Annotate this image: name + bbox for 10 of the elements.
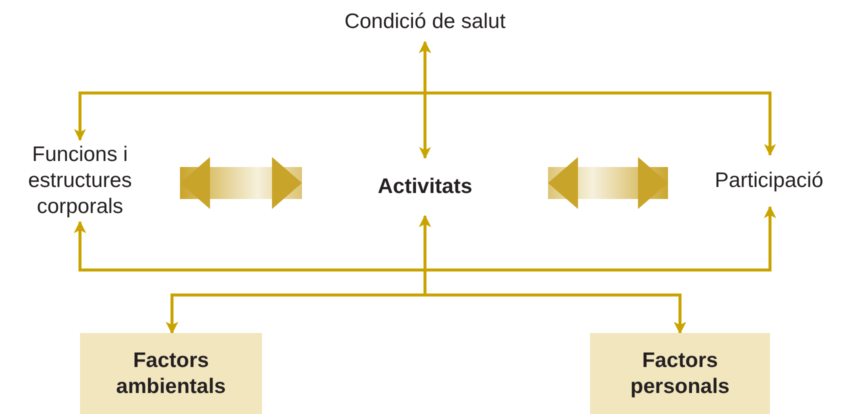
double-arrow bbox=[180, 157, 302, 209]
double-arrow bbox=[548, 157, 668, 209]
connector-arrow bbox=[424, 206, 776, 334]
connector-arrow bbox=[419, 41, 776, 156]
factor-box: Factors ambientals bbox=[80, 333, 262, 414]
factor-box: Factors personals bbox=[590, 333, 770, 414]
node-label: Funcions i estructures corporals bbox=[27, 142, 133, 220]
node-label: Activitats bbox=[378, 174, 472, 200]
node-label: Participació bbox=[714, 168, 824, 194]
node-label: Condició de salut bbox=[344, 9, 506, 35]
